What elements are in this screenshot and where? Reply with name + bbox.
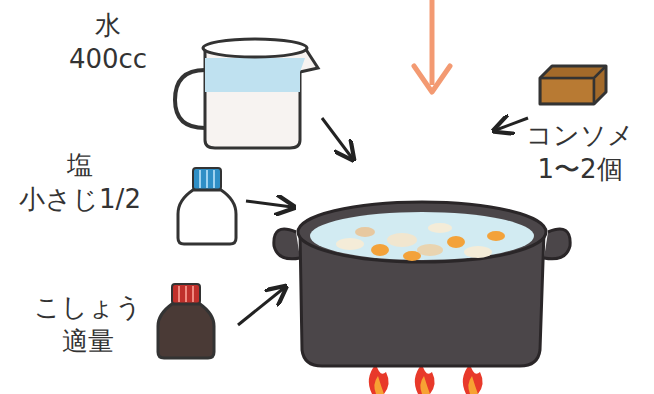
stove-flames [369, 364, 483, 394]
salt-bottle [178, 168, 236, 244]
consomme-cube [540, 66, 606, 104]
ingredient-label: 水 400cc [69, 8, 147, 76]
ingredient-label: こしょう 適量 [34, 290, 142, 358]
pepper-bottle [158, 284, 214, 358]
cooking-pot [274, 202, 570, 366]
ingredient-label: 塩 小さじ1/2 [19, 148, 141, 216]
water-jug [175, 39, 318, 148]
down-arrow [414, 0, 450, 92]
ingredient-label: コンソメ 1〜2個 [526, 118, 634, 186]
